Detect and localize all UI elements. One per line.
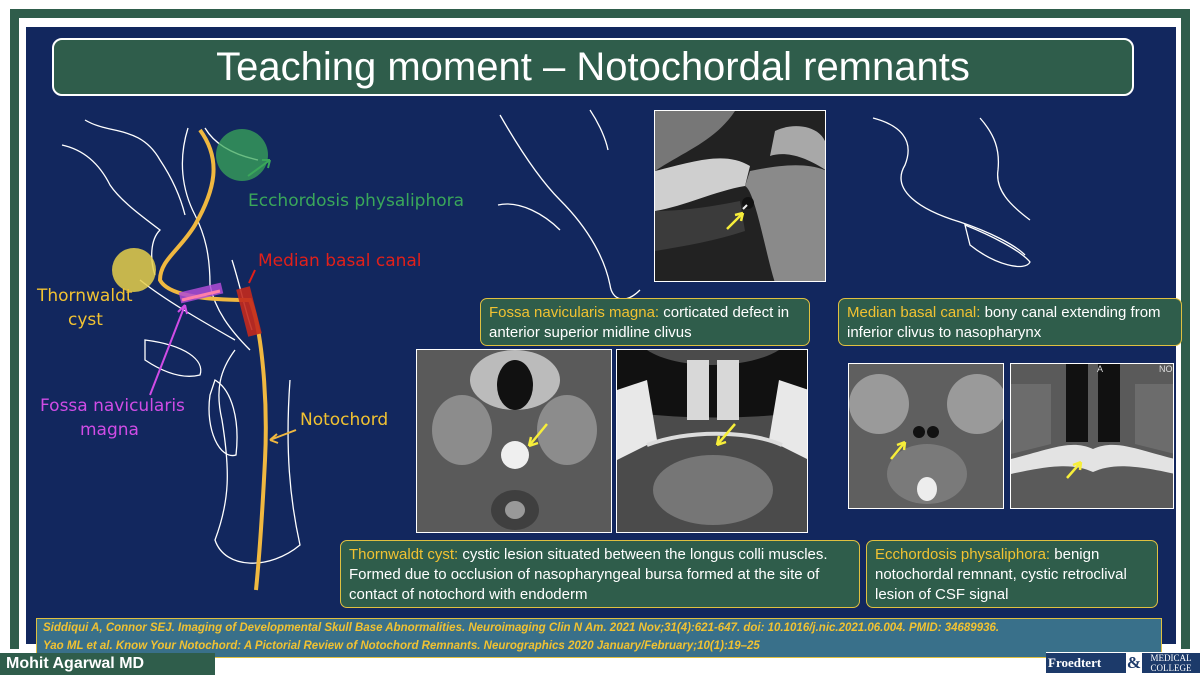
frame-border-left — [10, 9, 19, 649]
label-notochord: Notochord — [300, 410, 389, 430]
sketch-outlines — [497, 109, 1031, 300]
ct-ecchordosis-image: A NO — [1010, 363, 1174, 509]
label-median-basal-canal: Median basal canal — [258, 251, 422, 271]
references-box: Siddiqui A, Connor SEJ. Imaging of Devel… — [36, 618, 1162, 658]
caption-fossa-term: Fossa navicularis magna: — [489, 304, 660, 321]
caption-ecchordosis-term: Ecchordosis physaliphora: — [875, 546, 1051, 563]
reference-1: Siddiqui A, Connor SEJ. Imaging of Devel… — [43, 622, 1000, 634]
ct-median-canal-content — [617, 350, 807, 532]
caption-median-term: Median basal canal: — [847, 304, 981, 321]
caption-ecchordosis-text: benign notochordal remnant, cystic retro… — [875, 546, 1127, 603]
pointer-arrows — [149, 159, 297, 444]
mri-ecchordosis-content — [849, 364, 1003, 508]
caption-ecchordosis: Ecchordosis physaliphora: benign notocho… — [866, 540, 1158, 608]
label-thornwaldt-line2: cyst — [68, 310, 103, 330]
caption-median-text: bony canal extending from inferior clivu… — [847, 304, 1161, 341]
logo-right-line2: COLLEGE — [1150, 663, 1192, 673]
page-title: Teaching moment – Notochordal remnants — [216, 44, 970, 89]
caption-median-basal-canal: Median basal canal: bony canal extending… — [838, 298, 1182, 346]
mri-ecchordosis-image — [848, 363, 1004, 509]
logo-right-block: MEDICAL COLLEGE — [1142, 653, 1200, 673]
caption-fossa-text: corticated defect in anterior superior m… — [489, 304, 790, 341]
image-corner-label-no: NO — [1159, 364, 1173, 374]
reference-2: Yao ML et al. Know Your Notochord: A Pic… — [43, 640, 760, 652]
title-banner: Teaching moment – Notochordal remnants — [52, 38, 1134, 96]
logo-left-text: Froedtert — [1046, 653, 1126, 673]
label-ecchordosis: Ecchordosis physaliphora — [248, 191, 465, 211]
thornwaldt-marker — [112, 248, 156, 292]
ct-median-canal-image — [616, 349, 808, 533]
frame-border-right — [1181, 9, 1190, 649]
ct-ecchordosis-content — [1011, 364, 1173, 508]
label-thornwaldt-line1: Thornwaldt — [37, 286, 133, 306]
notochord-path — [157, 128, 268, 591]
logo-ampersand: & — [1126, 653, 1142, 672]
mri-thornwaldt-content — [417, 350, 611, 532]
institution-logo: Froedtert & MEDICAL COLLEGE — [1046, 652, 1200, 675]
caption-fossa-navicularis: Fossa navicularis magna: corticated defe… — [480, 298, 810, 346]
median-basal-canal-segment — [236, 286, 262, 337]
frame-border-top — [10, 9, 1190, 18]
ct-sagittal-content — [655, 111, 825, 281]
ct-sagittal-image — [654, 110, 826, 282]
mri-thornwaldt-image — [416, 349, 612, 533]
ecchordosis-marker — [216, 129, 268, 181]
fossa-navicularis-inner — [181, 289, 221, 302]
caption-thornwaldt: Thornwaldt cyst: cystic lesion situated … — [340, 540, 860, 608]
label-fossa-line2: magna — [80, 420, 139, 440]
logo-right-line1: MEDICAL — [1150, 653, 1192, 663]
image-corner-label-a: A — [1097, 364, 1104, 374]
label-fossa-line1: Fossa navicularis — [40, 396, 185, 416]
caption-thornwaldt-term: Thornwaldt cyst: — [349, 546, 459, 563]
author-name: Mohit Agarwal MD — [0, 653, 215, 675]
caption-thornwaldt-text: cystic lesion situated between the longu… — [349, 546, 828, 603]
fossa-navicularis-segment — [178, 282, 224, 304]
